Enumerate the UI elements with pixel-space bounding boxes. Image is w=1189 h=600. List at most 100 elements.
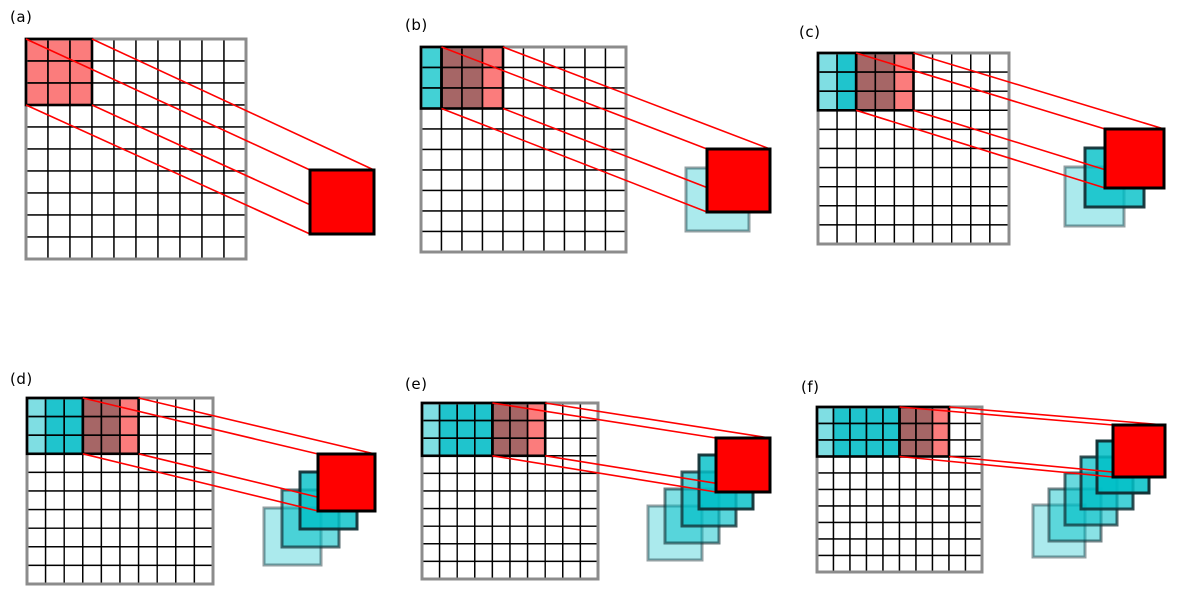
visited-cell	[832, 439, 851, 458]
grid-cell	[502, 169, 525, 192]
grid-cell	[816, 538, 835, 557]
visited-cell	[26, 434, 47, 455]
grid-cell	[420, 107, 443, 130]
grid-cell	[526, 560, 546, 580]
grid-cell	[915, 488, 934, 507]
grid-cell	[157, 126, 181, 150]
visited-cell	[421, 437, 441, 457]
current-output-square	[316, 452, 377, 513]
visited-cell	[817, 90, 838, 112]
grid-cell	[82, 490, 103, 511]
visited-cell	[882, 439, 901, 458]
grid-cell	[849, 488, 868, 507]
grid-cell	[579, 543, 599, 563]
grid-cell	[817, 147, 838, 169]
kernel-cell	[69, 38, 93, 62]
grid-cell	[201, 104, 225, 128]
grid-cell	[874, 147, 896, 169]
grid-cell	[100, 546, 121, 567]
grid-cell	[948, 472, 967, 491]
grid-cell	[544, 490, 564, 510]
grid-cell	[584, 230, 607, 253]
grid-cell	[91, 148, 115, 172]
grid-cell	[855, 166, 877, 188]
grid-cell	[526, 525, 546, 545]
grid-cell	[544, 472, 564, 492]
kernel-cell	[461, 66, 484, 89]
grid-cell	[836, 185, 857, 207]
grid-cell	[201, 38, 225, 62]
grid-cell	[193, 564, 214, 585]
visited-cell	[849, 406, 868, 425]
grid-cell	[964, 538, 983, 557]
grid-cell	[135, 192, 159, 216]
visited-cell	[421, 402, 441, 422]
grid-cell	[25, 170, 49, 194]
grid-cell	[119, 490, 140, 511]
grid-cell	[931, 538, 950, 557]
grid-cell	[522, 169, 545, 192]
grid-cell	[157, 214, 181, 238]
grid-cell	[461, 107, 484, 130]
grid-cell	[461, 148, 484, 171]
grid-cell	[47, 126, 71, 150]
grid-cell	[817, 128, 838, 150]
grid-cell	[156, 564, 177, 585]
grid-cell	[522, 230, 545, 253]
grid-cell	[193, 490, 214, 511]
grid-cell	[137, 527, 158, 548]
grid-cell	[44, 564, 65, 585]
grid-cell	[113, 170, 137, 194]
grid-cell	[421, 525, 441, 545]
grid-cell	[440, 148, 463, 171]
grid-cell	[604, 128, 627, 151]
grid-cell	[882, 554, 901, 573]
visited-cell	[849, 439, 868, 458]
kernel-cell	[931, 439, 950, 458]
grid-cell	[964, 505, 983, 524]
visited-cell	[473, 437, 494, 457]
grid-cell	[931, 554, 950, 573]
kernel-cell	[119, 415, 140, 437]
input-grid	[25, 38, 247, 260]
grid-cell	[481, 148, 504, 171]
grid-cell	[526, 472, 546, 492]
grid-cell	[474, 560, 494, 580]
visited-cell	[456, 419, 476, 440]
grid-cell	[137, 471, 158, 492]
grid-cell	[526, 543, 546, 563]
grid-cell	[563, 189, 586, 212]
grid-cell	[855, 128, 877, 150]
visited-cell	[816, 422, 835, 441]
grid-cell	[915, 505, 934, 524]
grid-cell	[522, 107, 545, 130]
grid-cell	[893, 147, 915, 169]
grid-cell	[817, 109, 838, 131]
grid-cell	[522, 46, 545, 69]
visited-cell	[63, 397, 84, 418]
grid-cell	[948, 521, 967, 540]
grid-cell	[502, 107, 525, 130]
grid-cell	[579, 490, 599, 510]
grid-cell	[874, 205, 896, 226]
grid-cell	[156, 527, 177, 548]
grid-cell	[970, 205, 991, 226]
grid-cell	[893, 224, 915, 245]
grid-cell	[832, 505, 851, 524]
highlighted-cells	[421, 402, 546, 457]
grid-cell	[989, 166, 1010, 188]
grid-cell	[948, 488, 967, 507]
grid-cell	[849, 505, 868, 524]
grid-cell	[461, 128, 484, 151]
grid-cell	[912, 224, 934, 245]
grid-cell	[816, 505, 835, 524]
grid-cell	[898, 472, 917, 491]
grid-cell	[584, 148, 607, 171]
grid-cell	[865, 455, 884, 474]
grid-cell	[817, 224, 838, 245]
grid-cell	[931, 166, 953, 188]
grid-cell	[474, 507, 494, 527]
grid-cell	[223, 214, 247, 238]
grid-cell	[26, 508, 47, 529]
grid-cell	[948, 406, 967, 425]
